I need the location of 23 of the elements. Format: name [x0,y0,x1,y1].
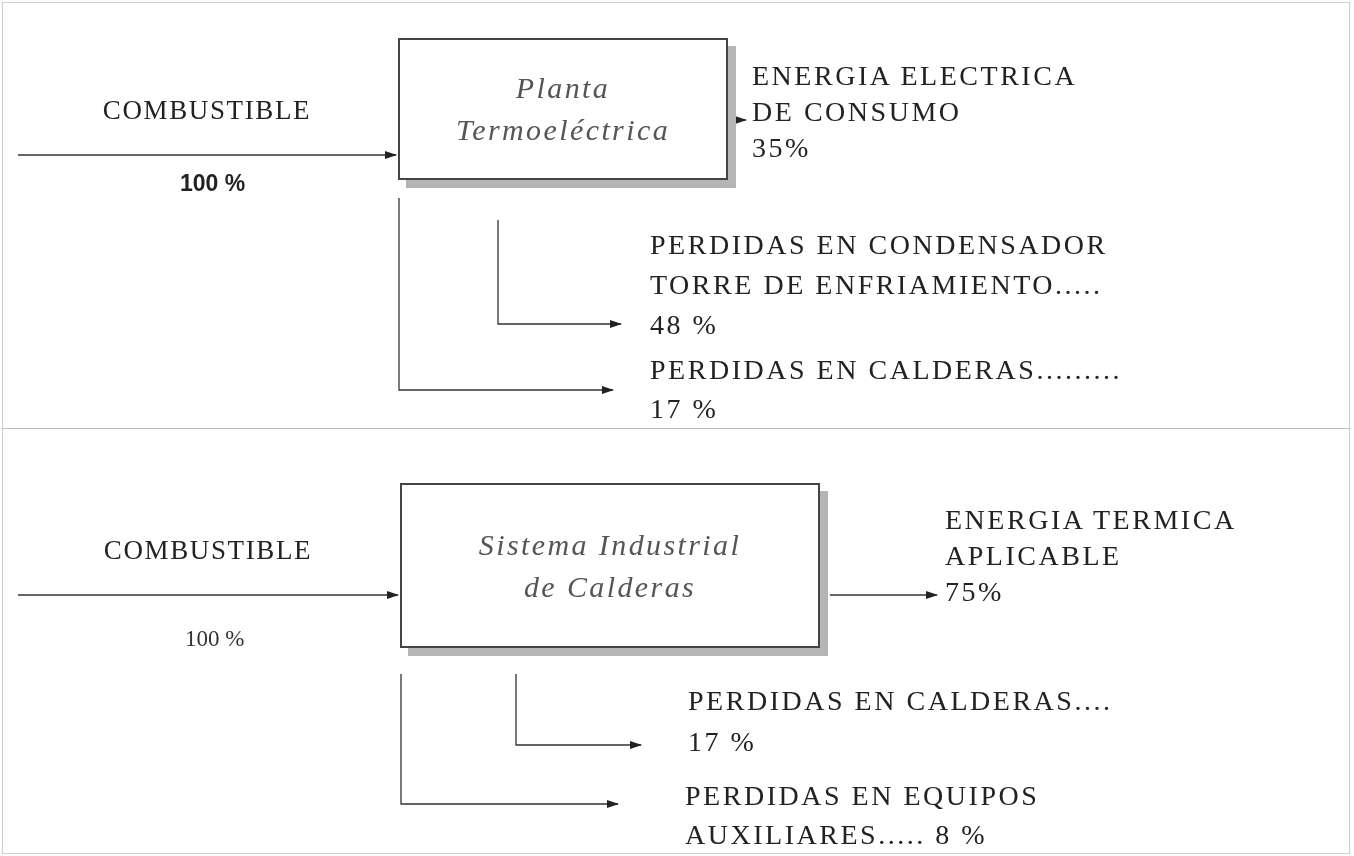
arrow [735,116,747,124]
percentage-label: 17 % [688,725,758,759]
arrow [515,673,642,749]
percentage-label: 35% [752,131,812,165]
box-title: Sistema Industrial de Calderas [477,526,743,605]
arrow [17,591,399,599]
percentage-label: 17 % [650,392,720,426]
arrow [398,197,614,394]
output-label: PERDIDAS EN EQUIPOS AUXILIARES..... 8 % [685,779,1041,852]
percentage-label: 48 % [650,308,720,342]
output-label: ENERGIA TERMICA APLICABLE [945,503,1237,573]
percentage-label: 75% [945,575,1005,609]
arrow [17,151,397,159]
percentage-label: 100 % [180,169,246,198]
percentage-label: 100 % [185,625,245,653]
box-title: Planta Termoeléctrica [454,70,672,148]
output-label: PERDIDAS EN CALDERAS.... [688,684,1114,718]
arrow [400,673,619,808]
arrow [497,219,622,328]
arrow [829,591,938,599]
output-label: PERDIDAS EN CALDERAS......... [650,353,1124,387]
output-label: PERDIDAS EN CONDENSADOR TORRE DE ENFRIAMIENTO..... [650,228,1109,302]
output-label: ENERGIA ELECTRICA DE CONSUMO [752,59,1077,129]
